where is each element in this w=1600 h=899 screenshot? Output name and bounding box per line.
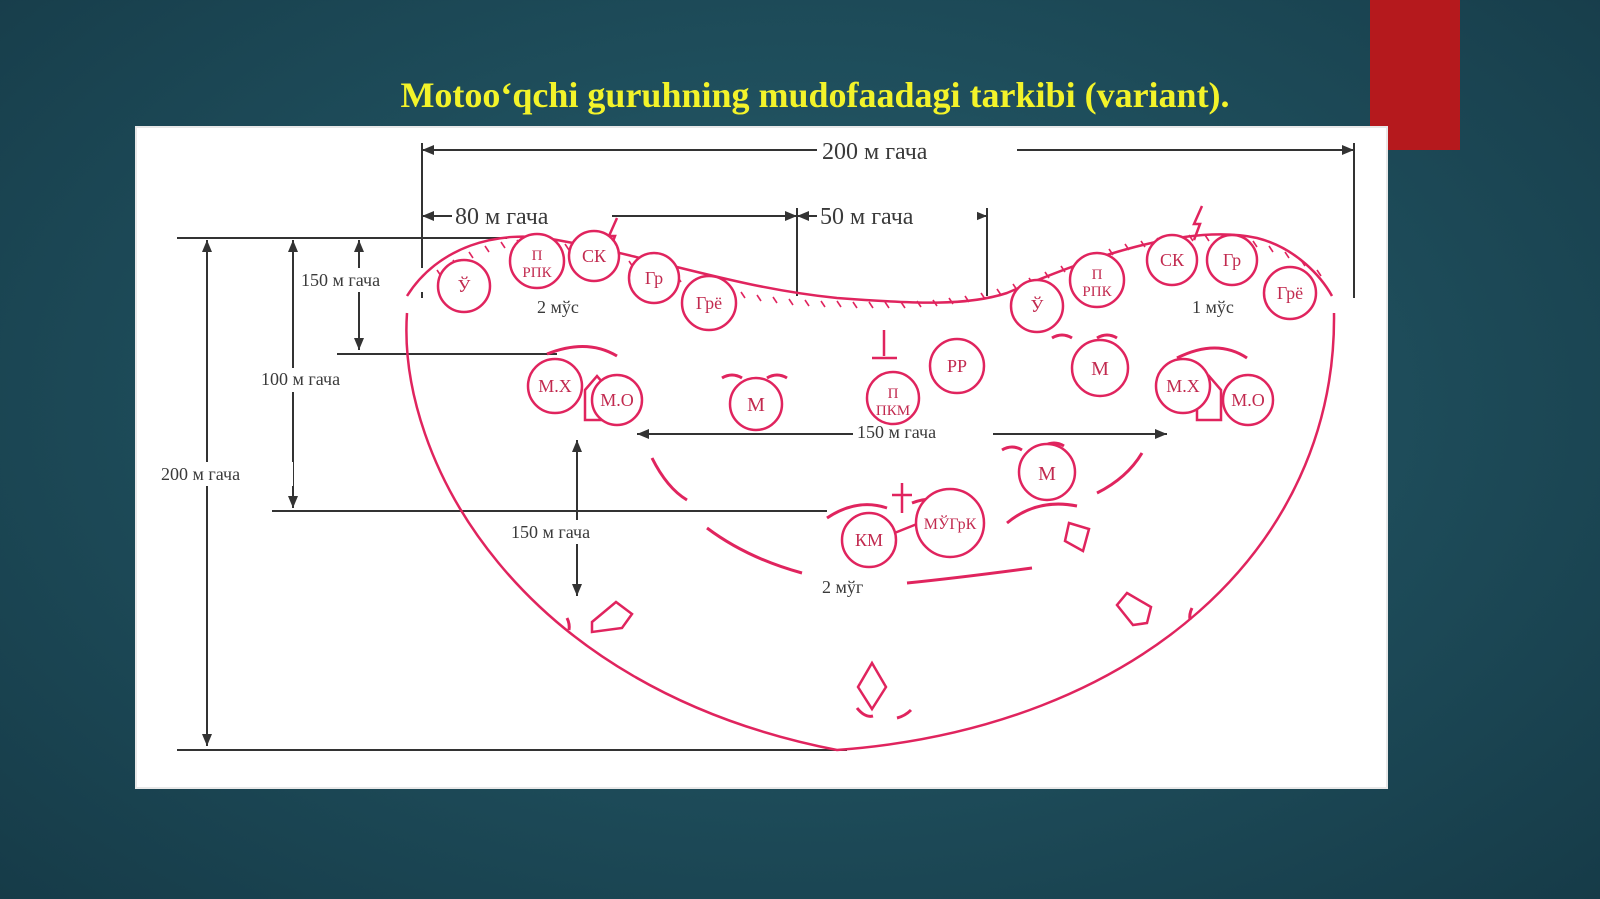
slide-title: Motoo‘qchi guruhning mudofaadagi tarkibi… — [400, 75, 1230, 115]
dim-top-mid: 50 м гача — [820, 204, 914, 230]
unit-mo-left: М.О — [600, 390, 634, 410]
unit-u6: Ў — [1031, 295, 1044, 316]
label-platoon-2: 2 мўг — [822, 577, 863, 597]
unit-u10: Грё — [1277, 283, 1303, 303]
dim-left-150: 150 м гача — [301, 270, 380, 290]
unit-mo-right: М.О — [1231, 390, 1265, 410]
unit-rr: РР — [947, 356, 967, 376]
unit-m-left: М — [747, 394, 765, 416]
dim-top-left: 80 м гача — [455, 204, 549, 230]
dim-depth-150: 150 м гача — [511, 522, 590, 542]
unit-u4: Гр — [645, 268, 663, 288]
dim-top-total: 200 м гача — [822, 139, 928, 165]
unit-mx-right: М.Х — [1166, 376, 1200, 396]
unit-m-center: М — [1038, 463, 1056, 485]
unit-km: КМ — [855, 530, 883, 550]
unit-u9: Гр — [1223, 250, 1241, 270]
dim-left-200: 200 м гача — [161, 464, 240, 484]
dimension-lines — [177, 143, 1355, 751]
unit-u5: Грё — [696, 293, 722, 313]
label-squad-2: 2 мўс — [537, 297, 579, 317]
unit-mx-left: М.Х — [538, 376, 572, 396]
dimension-arrows — [202, 145, 1354, 746]
dim-left-100: 100 м гача — [261, 369, 340, 389]
unit-mugrk: МЎГрК — [924, 514, 977, 533]
unit-u1: Ў — [458, 275, 471, 296]
diagram-svg: 200 м гача 80 м гача 50 м гача 150 м гач… — [159, 136, 1355, 752]
formation-labels: 2 мўс 1 мўс 2 мўг — [537, 297, 1234, 597]
unit-circles — [436, 229, 1318, 569]
unit-m-right: М — [1091, 358, 1109, 380]
accent-bar — [1370, 0, 1460, 150]
unit-u3: СК — [582, 246, 607, 266]
label-squad-1: 1 мўс — [1192, 297, 1234, 317]
diagram-figure: 200 м гача 80 м гача 50 м гача 150 м гач… — [137, 128, 1386, 787]
unit-u8: СК — [1160, 250, 1185, 270]
dim-center-150: 150 м гача — [857, 422, 936, 442]
